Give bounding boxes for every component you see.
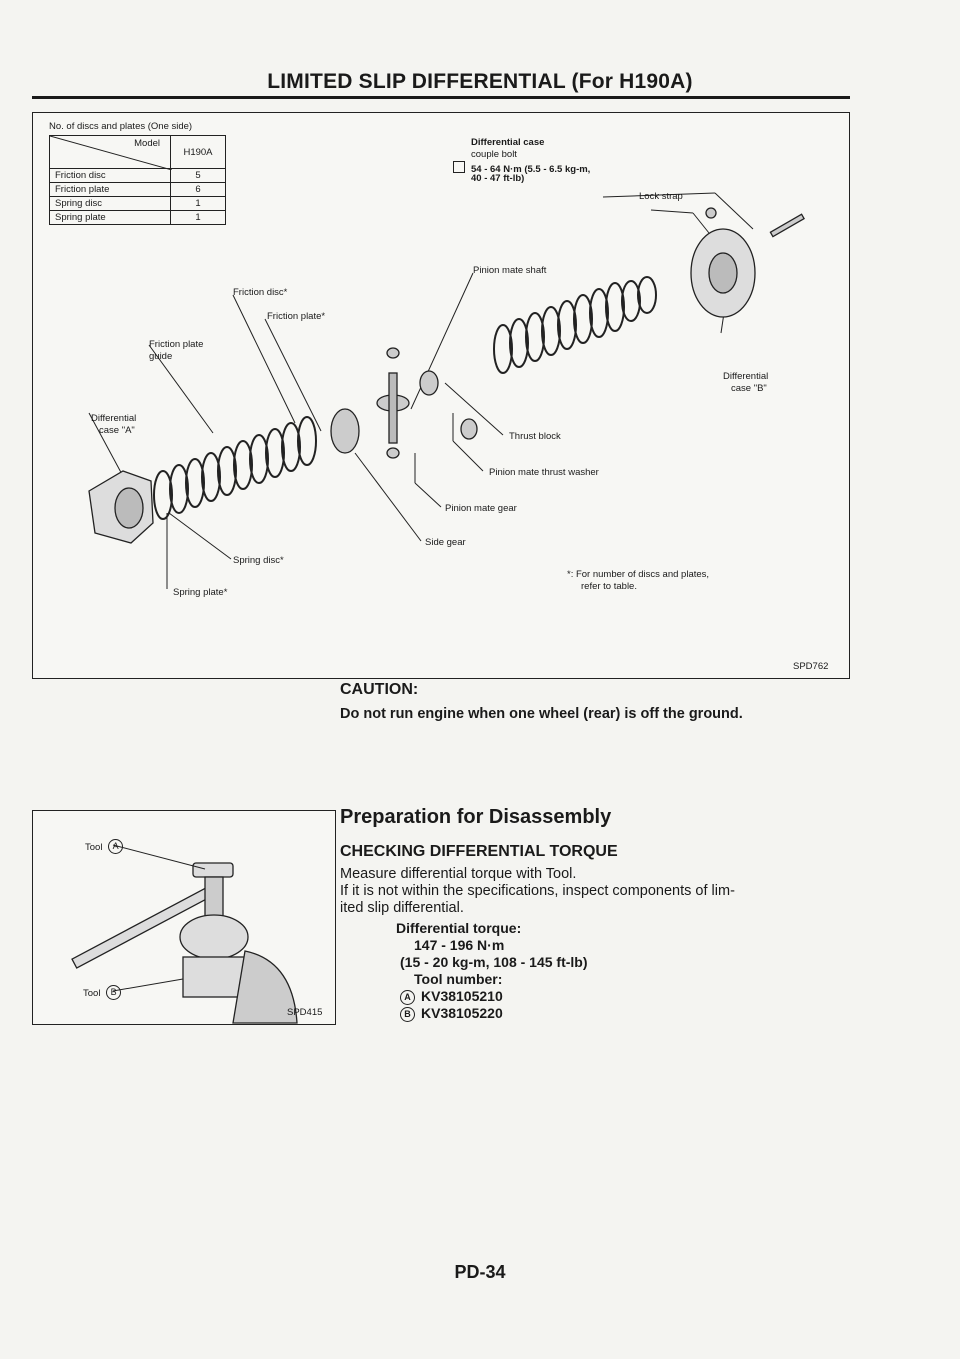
differential-case-a [88,470,154,544]
label-torque: 54 - 64 N·m (5.5 - 6.5 kg-m, [453,161,590,175]
body-line: Measure differential torque with Tool. [340,866,577,882]
disc-stack-right [493,276,657,374]
page-title: LIMITED SLIP DIFFERENTIAL (For H190A) [267,70,693,93]
disc-plate-table: Model H190A Friction disc 5 Friction pla… [49,135,226,225]
table-corner-cell: Model [49,135,172,170]
section-subheading: CHECKING DIFFERENTIAL TORQUE [340,843,618,860]
label-friction-plate-guide-2: guide [149,351,173,362]
label-friction-disc: Friction disc* [233,287,288,298]
tool-b-icon: B [106,985,122,1000]
torque-leader-line [602,192,716,198]
label-diff-case-a-2: case "A" [99,425,135,436]
section-body: Measure differential torque with Tool. I… [340,866,860,917]
row-value: 1 [170,210,226,225]
label-diff-case-a: Differential [91,413,137,424]
caution-text: Do not run engine when one wheel (rear) … [340,706,743,722]
exploded-view-drawing [88,192,805,589]
differential-case-b [690,228,756,318]
table-row: Friction plate 6 [49,182,226,197]
label-diff-case-b-2: case "B" [731,383,767,394]
label-side-gear: Side gear [425,537,466,548]
row-label: Friction plate [49,182,171,197]
footnote: *: For number of discs and plates, [567,569,710,580]
label-diff-case-b: Differential [723,371,769,382]
tool-number-label: Tool number: [414,971,503,987]
tool-b-icon: B [400,1007,415,1022]
table-row: Friction disc 5 [49,168,226,183]
label-friction-plate: Friction plate* [267,311,326,322]
spec-label: Differential torque: [396,920,522,936]
label-spring-plate: Spring plate* [173,587,228,598]
label-torque-2: 40 - 47 ft-lb) [471,173,525,184]
exploded-view-figure: No. of discs and plates (One side) Model… [32,112,850,679]
corner-label: Model [134,138,160,149]
label-spring-disc: Spring disc* [233,555,284,566]
disc-stack-left [153,416,317,520]
figure-code: SPD762 [793,661,829,672]
page-number: PD-34 [454,1262,506,1282]
torque-check-figure: Tool A Tool B SPD415 [32,810,336,1025]
table-row: Spring plate 1 [49,210,226,225]
label-pinion-mate-shaft: Pinion mate shaft [473,265,547,276]
body-line: ited slip differential. [340,900,464,916]
row-value: 5 [170,168,226,183]
label-thrust-block: Thrust block [509,431,561,442]
body-line: If it is not within the specifications, … [340,883,735,899]
label-friction-plate-guide: Friction plate [149,339,204,350]
tool-a-icon: A [400,990,415,1005]
row-label: Spring disc [49,196,171,211]
caution-heading: CAUTION: [340,681,419,698]
figure-code: SPD415 [287,1007,323,1018]
row-value: 6 [170,182,226,197]
row-value: 1 [170,196,226,211]
tool-a-icon: A [108,839,124,854]
title-rule [32,96,850,99]
row-label: Friction disc [49,168,171,183]
torque-check-drawing [71,844,298,1024]
section-heading: Preparation for Disassembly [340,806,612,828]
table-header-row: Model H190A [49,135,226,170]
spec-value-2: (15 - 20 kg-m, 108 - 145 ft-lb) [400,954,588,970]
tool-a-label: Tool A [85,839,129,854]
spec-value: 147 - 196 N·m [414,937,505,953]
table-row: Spring disc 1 [49,196,226,211]
couple-bolt [705,207,805,238]
label-diff-case-bolt: Differential case [471,137,545,148]
gear-cluster [330,347,478,459]
lock-strap-icon [705,207,717,219]
lock-strap-leader-line [650,209,694,214]
label-pinion-mate-gear: Pinion mate gear [445,503,517,514]
footnote-2: refer to table. [581,581,637,592]
torque-icon [453,161,465,173]
tool-b-label: Tool B [83,985,127,1000]
label-pinion-mate-thrust-washer: Pinion mate thrust washer [489,467,599,478]
label-diff-case-bolt-2: couple bolt [471,149,517,160]
table-caption: No. of discs and plates (One side) [49,121,193,132]
row-label: Spring plate [49,210,171,225]
label-lock-strap: Lock strap [639,191,683,202]
model-header: H190A [170,135,226,169]
spec-block: Differential torque: 147 - 196 N·m (15 -… [340,920,860,1022]
